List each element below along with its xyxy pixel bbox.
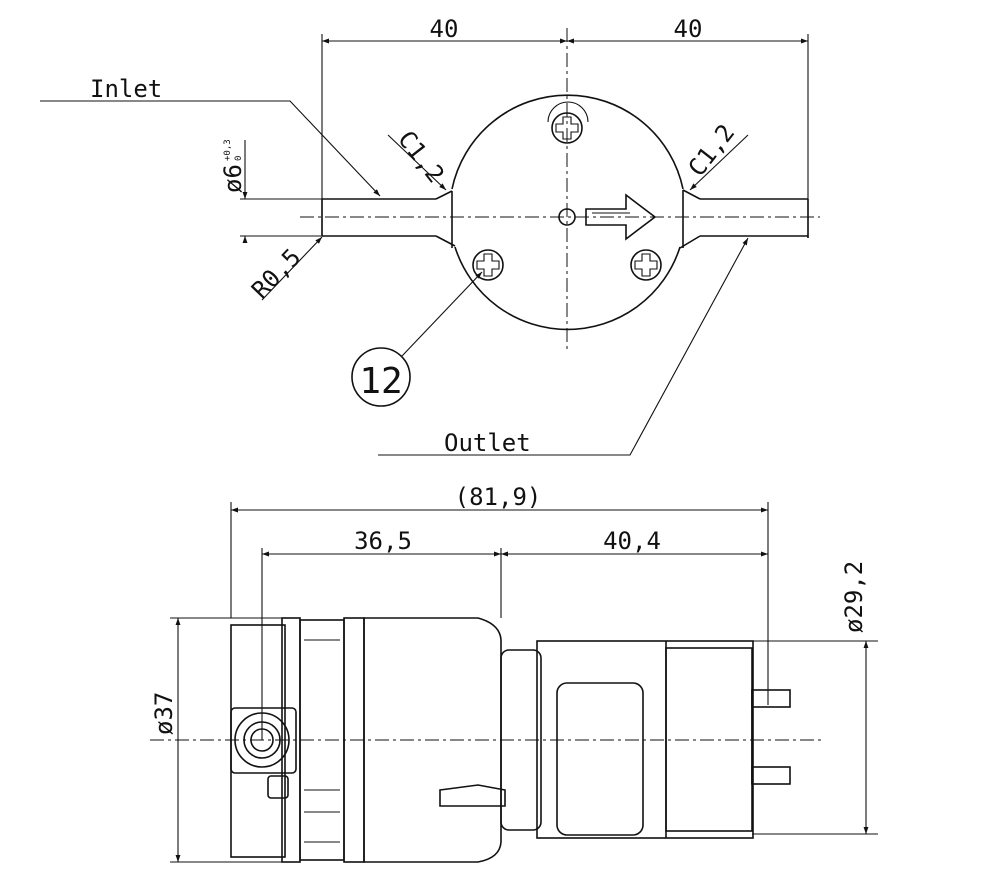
screw-bottom-right — [630, 249, 662, 281]
terminal-top — [751, 689, 791, 708]
dim-left-label: 40 — [430, 15, 459, 43]
chamfer-left-leader — [387, 134, 447, 191]
callout-number: 12 — [359, 361, 402, 402]
screw-bottom-left — [472, 249, 504, 281]
port-fitting — [230, 707, 297, 799]
housing-arc-bottom — [454, 246, 681, 331]
overall-length-label: (81,9) — [455, 483, 542, 511]
chamfer-right-leader — [689, 134, 749, 191]
tube-tol-lower: 0 — [234, 156, 244, 161]
terminal-bottom — [751, 766, 791, 785]
outlet-leader — [378, 237, 749, 456]
callout-leader — [401, 271, 483, 357]
motor-length-label: 40,4 — [603, 527, 661, 555]
dim-right-label: 40 — [674, 15, 703, 43]
inlet-leader — [40, 100, 381, 197]
screw-top — [551, 112, 583, 144]
radius-label: R0,5 — [246, 243, 306, 304]
screw-boss-top — [547, 101, 589, 123]
radius-leader — [261, 236, 323, 301]
motor-label-window — [556, 682, 644, 836]
outlet-label: Outlet — [444, 429, 531, 457]
tube-diameter-label: ø6 — [219, 164, 247, 193]
top-view: 40 40 — [40, 15, 820, 457]
housing-arc-top — [451, 94, 684, 190]
body-diameter-label: ø37 — [150, 692, 178, 735]
side-view: (81,9) 36,5 40,4 ø37 ø29,2 — [150, 483, 878, 863]
outlet-tube — [679, 189, 809, 249]
motor-diameter-label: ø29,2 — [840, 561, 868, 633]
tube-tol-upper: +0,3 — [223, 139, 233, 161]
body-length-label: 36,5 — [354, 527, 412, 555]
flow-direction-arrow — [585, 193, 657, 241]
inlet-label: Inlet — [90, 75, 162, 103]
chamfer-left-label: C1,2 — [392, 125, 450, 188]
callout-balloon — [351, 347, 411, 407]
inlet-tube — [321, 190, 456, 248]
